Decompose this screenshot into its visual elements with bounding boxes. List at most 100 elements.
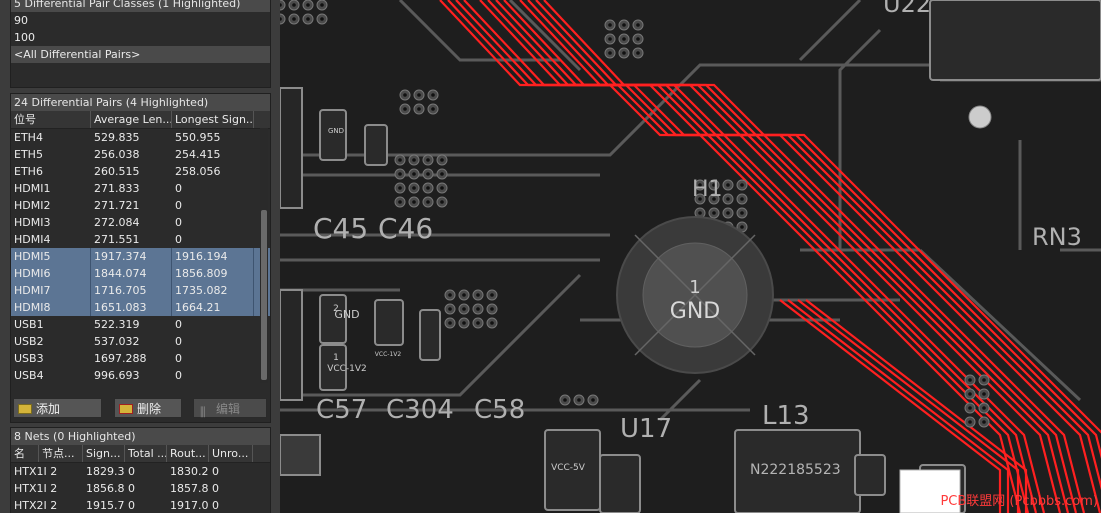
differential-pairs-table: 24 Differential Pairs (4 Highlighted) 位号… [10, 93, 271, 423]
via-hole [740, 183, 744, 187]
pair-name: HDMI5 [11, 248, 91, 265]
pair-name: USB3 [14, 352, 44, 365]
via-hole [426, 172, 430, 176]
designator-label: H1 [692, 177, 723, 202]
differential-trace [797, 299, 1020, 513]
nets-table: 8 Nets (0 Highlighted) 名 节点... Sign... T… [10, 427, 271, 513]
column-average-length[interactable]: Average Len... [91, 111, 172, 128]
pair-average-length: 529.835 [94, 131, 140, 144]
column-routed[interactable]: Rout... [167, 445, 209, 462]
component-outline [319, 344, 347, 391]
class-item[interactable]: 90 [14, 14, 28, 27]
pair-longest-signal: 1735.082 [172, 282, 254, 299]
via-hole [726, 197, 730, 201]
pair-average-length: 272.084 [94, 216, 140, 229]
via-hole [412, 200, 416, 204]
via-hole [417, 93, 421, 97]
pair-name: HDMI2 [14, 199, 51, 212]
hole-net-label: GND [670, 299, 720, 324]
delete-button-label: 删除 [137, 402, 162, 416]
designator-label: L13 [762, 401, 810, 431]
delete-button[interactable]: 删除 [114, 398, 182, 418]
pair-name: ETH5 [14, 148, 43, 161]
pairs-scroll-thumb[interactable] [261, 210, 267, 380]
class-item[interactable]: 100 [14, 31, 35, 44]
via-hole [398, 158, 402, 162]
via-hole [431, 93, 435, 97]
component-outline [280, 434, 321, 476]
component-outline [419, 309, 441, 361]
via-hole [968, 392, 972, 396]
pair-name: HDMI1 [14, 182, 51, 195]
pair-name: ETH4 [14, 131, 43, 144]
pad-label: 1 [333, 353, 339, 363]
net-unrouted: 0 [212, 499, 219, 512]
pair-average-length: 271.551 [94, 233, 140, 246]
column-total[interactable]: Total ... [125, 445, 167, 462]
column-unrouted[interactable]: Unro... [209, 445, 253, 462]
column-signal[interactable]: Sign... [83, 445, 125, 462]
pair-average-length: 1716.705 [91, 282, 172, 299]
via-hole [292, 17, 296, 21]
via-hole [622, 37, 626, 41]
column-longest-signal[interactable]: Longest Sign... [172, 111, 254, 128]
class-item-selected[interactable]: <All Differential Pairs> [11, 46, 270, 63]
via-hole [448, 293, 452, 297]
net-signal: 1856.80 [86, 482, 125, 495]
via-hole [476, 307, 480, 311]
component-outline [854, 454, 886, 496]
column-designator[interactable]: 位号 [11, 111, 91, 128]
net-name: HTX2I 2 [14, 499, 58, 512]
pair-longest-signal: 0 [175, 318, 182, 331]
edit-pair-icon: ⫼ [200, 405, 206, 419]
differential-trace [787, 299, 1010, 513]
component-outline [374, 299, 404, 346]
via-hole [636, 37, 640, 41]
hole-cross [634, 234, 756, 356]
column-nodes[interactable]: 节点... [39, 445, 83, 462]
component-outline [599, 454, 641, 513]
pair-name: HDMI7 [11, 282, 91, 299]
column-net-name[interactable]: 名 [11, 445, 39, 462]
net-signal: 1829.33 [86, 465, 125, 478]
via-hole [608, 51, 612, 55]
via-hole [591, 398, 595, 402]
edit-button[interactable]: ⫼ 编辑 [193, 398, 267, 419]
via-hole [982, 392, 986, 396]
pad-label: VCC-1V2 [375, 351, 402, 358]
pairs-scrollbar[interactable] [260, 128, 268, 383]
nets-header: 8 Nets (0 Highlighted) [11, 428, 270, 445]
net-unrouted: 0 [212, 482, 219, 495]
via-hole [426, 186, 430, 190]
via-hole [490, 293, 494, 297]
designator-label: C304 [386, 395, 454, 425]
pairs-column-headers: 位号 Average Len... Longest Sign... [11, 111, 270, 129]
designator-label: C45 [313, 212, 368, 245]
edit-button-label: 编辑 [216, 402, 241, 416]
pair-average-length: 1697.288 [94, 352, 147, 365]
via-hole [968, 420, 972, 424]
add-button[interactable]: 添加 [13, 398, 102, 418]
pad-label: GND [328, 127, 344, 135]
